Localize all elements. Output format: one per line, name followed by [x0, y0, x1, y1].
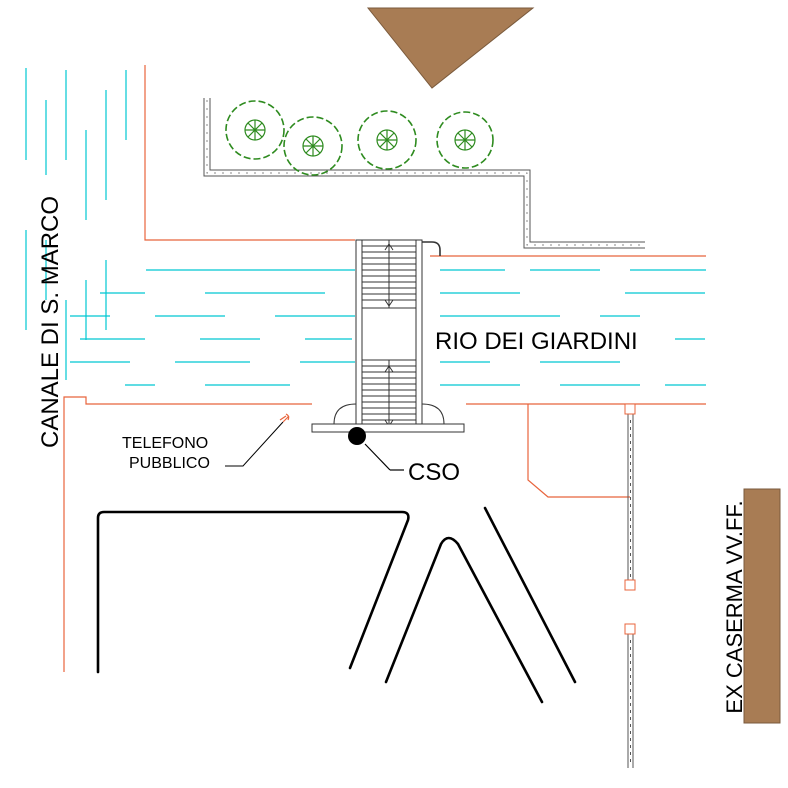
cso-marker-icon	[348, 427, 404, 471]
rio-water	[70, 269, 706, 386]
cso-label: CSO	[408, 459, 460, 486]
tree-icon	[283, 116, 343, 176]
north-triangle	[366, 7, 535, 89]
telefono-label-line2: PUBBLICO	[129, 455, 210, 472]
street-blocks	[96, 506, 577, 704]
telephone-icon	[225, 413, 290, 467]
tree-icon	[436, 111, 494, 169]
tree-icon	[357, 110, 417, 170]
tree-icon	[225, 100, 285, 160]
garden-wall	[203, 98, 645, 249]
canal-water	[25, 68, 127, 380]
rio-label: RIO DEI GIARDINI	[435, 328, 638, 355]
caserma-label: EX CASERMA VV.FF.	[722, 500, 747, 713]
canal-label: CANALE DI S. MARCO	[37, 196, 64, 448]
telefono-label-line1: TELEFONO	[122, 435, 208, 452]
caserma-building	[743, 488, 781, 724]
bridge	[311, 239, 465, 433]
boundary-lines	[63, 65, 706, 672]
piling-line	[624, 403, 636, 768]
